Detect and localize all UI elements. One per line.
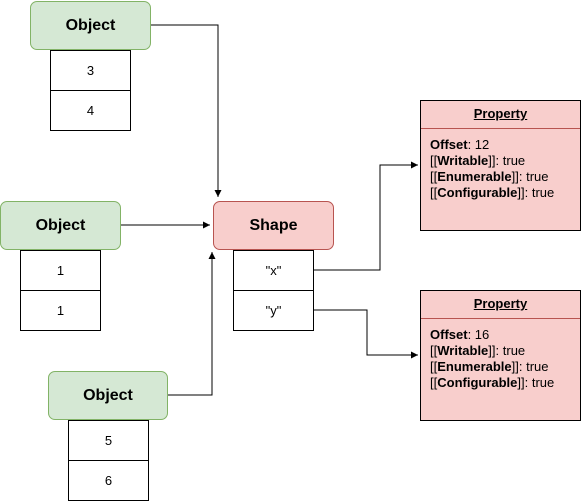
property-2-title: Property — [421, 291, 580, 319]
object-1-label: Object — [65, 16, 116, 34]
edge-object1-to-shape — [151, 24, 222, 197]
writable-value: true — [502, 343, 526, 358]
writable-value: true — [502, 153, 526, 168]
offset-value: 12 — [474, 137, 490, 152]
object-3-header[interactable]: Object — [48, 371, 168, 420]
object-1-value-1-text: 3 — [86, 63, 95, 78]
object-2-value-2-text: 1 — [56, 303, 65, 318]
property-1-body: Offset: 12 [[Writable]]: true [[Enumerab… — [421, 129, 580, 201]
property-1-configurable-row: [[Configurable]]: true — [430, 185, 555, 200]
enumerable-value: true — [526, 359, 549, 374]
property-2-box[interactable]: Property Offset: 16 [[Writable]]: true [… — [420, 290, 581, 421]
enumerable-label: Enumerable — [437, 169, 512, 184]
edge-object3-to-shape — [168, 252, 216, 396]
property-2-offset-row: Offset: 16 — [430, 327, 490, 342]
object-2-label: Object — [35, 216, 86, 234]
object-1-value-2: 4 — [50, 90, 131, 131]
configurable-value: true — [531, 185, 555, 200]
configurable-value: true — [531, 375, 555, 390]
property-1-offset-row: Offset: 12 — [430, 137, 490, 152]
edge-y-to-property2 — [314, 309, 418, 359]
object-3-label: Object — [83, 386, 133, 404]
enumerable-label: Enumerable — [437, 359, 512, 374]
shape-key-y-text: "y" — [265, 303, 282, 318]
writable-label: Writable — [437, 153, 489, 168]
offset-value: 16 — [474, 327, 490, 342]
enumerable-value: true — [526, 169, 549, 184]
object-3-value-1: 5 — [68, 420, 149, 461]
property-2-body: Offset: 16 [[Writable]]: true [[Enumerab… — [421, 319, 580, 391]
object-1-value-2-text: 4 — [86, 103, 95, 118]
offset-label: Offset — [430, 137, 468, 152]
property-1-box[interactable]: Property Offset: 12 [[Writable]]: true [… — [420, 100, 581, 231]
object-2-value-1-text: 1 — [56, 263, 65, 278]
offset-label: Offset — [430, 327, 468, 342]
property-1-enumerable-row: [[Enumerable]]: true — [430, 169, 549, 184]
configurable-label: Configurable — [437, 375, 518, 390]
object-2-header[interactable]: Object — [0, 201, 121, 250]
shape-label: Shape — [249, 216, 298, 234]
object-1-value-1: 3 — [50, 50, 131, 91]
configurable-label: Configurable — [437, 185, 518, 200]
object-3-value-1-text: 5 — [104, 433, 113, 448]
object-1-header[interactable]: Object — [30, 1, 151, 50]
writable-label: Writable — [437, 343, 489, 358]
object-2-value-1: 1 — [20, 250, 101, 291]
property-2-writable-row: [[Writable]]: true — [430, 343, 526, 358]
edge-x-to-property1 — [314, 161, 418, 271]
property-2-enumerable-row: [[Enumerable]]: true — [430, 359, 549, 374]
shape-header[interactable]: Shape — [213, 201, 334, 250]
object-3-value-2-text: 6 — [104, 473, 113, 488]
object-3-value-2: 6 — [68, 460, 149, 501]
shape-key-y: "y" — [233, 290, 314, 331]
property-1-writable-row: [[Writable]]: true — [430, 153, 526, 168]
shape-key-x-text: "x" — [265, 263, 282, 278]
object-2-value-2: 1 — [20, 290, 101, 331]
property-1-title: Property — [421, 101, 580, 129]
property-2-configurable-row: [[Configurable]]: true — [430, 375, 555, 390]
shape-key-x: "x" — [233, 250, 314, 291]
